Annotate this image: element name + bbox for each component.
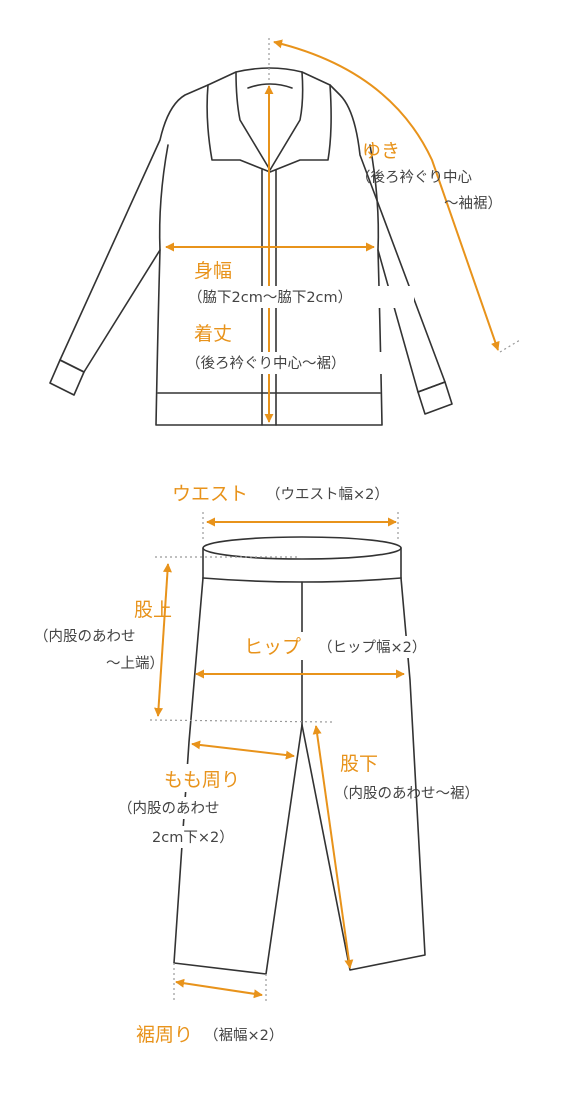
- kitake-note-bg: [184, 352, 406, 374]
- yuki-note-line2: 〜袖裾）: [444, 195, 502, 212]
- jacket-guides: [268, 38, 521, 353]
- susomawari-arrow: [175, 978, 263, 999]
- matagami-arrow: [154, 563, 172, 717]
- yuki-label: ゆき: [362, 140, 400, 162]
- mihaba-note-bg: [188, 286, 414, 308]
- matagami-note-line1: （内股のあわせ: [34, 628, 136, 645]
- waist-note: （ウエスト幅×2）: [266, 486, 389, 503]
- pants-illustration: [173, 536, 426, 975]
- matashita-note: （内股のあわせ〜裾）: [334, 785, 479, 802]
- yuki-arrow-curve: [273, 39, 500, 351]
- matashita-arrow: [312, 725, 354, 969]
- mihaba-label: 身幅: [194, 260, 232, 282]
- waist-label: ウエスト: [172, 483, 248, 505]
- kitake-note: （後ろ衿ぐり中心〜裾）: [186, 355, 346, 372]
- hip-label-bg: [240, 632, 322, 660]
- momomawari-note1-bg: [118, 797, 268, 819]
- susomawari-label: 裾周り: [136, 1024, 193, 1046]
- pants-guides: [149, 512, 399, 1004]
- matashita-label: 股下: [340, 753, 378, 775]
- matagami-note-line2: 〜上端）: [106, 655, 164, 672]
- momomawari-note2-bg: [150, 826, 268, 848]
- momomawari-label-bg: [160, 764, 260, 792]
- susomawari-note: （裾幅×2）: [204, 1027, 283, 1044]
- momomawari-label: もも周り: [164, 769, 240, 791]
- matagami-label: 股上: [134, 599, 172, 621]
- kitake-label-bg: [186, 318, 242, 346]
- hip-note: （ヒップ幅×2）: [318, 639, 426, 656]
- momomawari-note-line2: 2cm下×2）: [152, 829, 234, 846]
- mihaba-note: （脇下2cm〜脇下2cm）: [188, 289, 352, 306]
- yuki-note-line1: （後ろ衿ぐり中心: [356, 169, 472, 186]
- kitake-label: 着丈: [194, 323, 232, 345]
- momomawari-note-line1: （内股のあわせ: [118, 800, 220, 817]
- mihaba-label-bg: [186, 254, 242, 284]
- hip-label: ヒップ: [244, 636, 301, 658]
- hip-note-bg: [318, 636, 456, 658]
- momomawari-arrow: [191, 740, 295, 760]
